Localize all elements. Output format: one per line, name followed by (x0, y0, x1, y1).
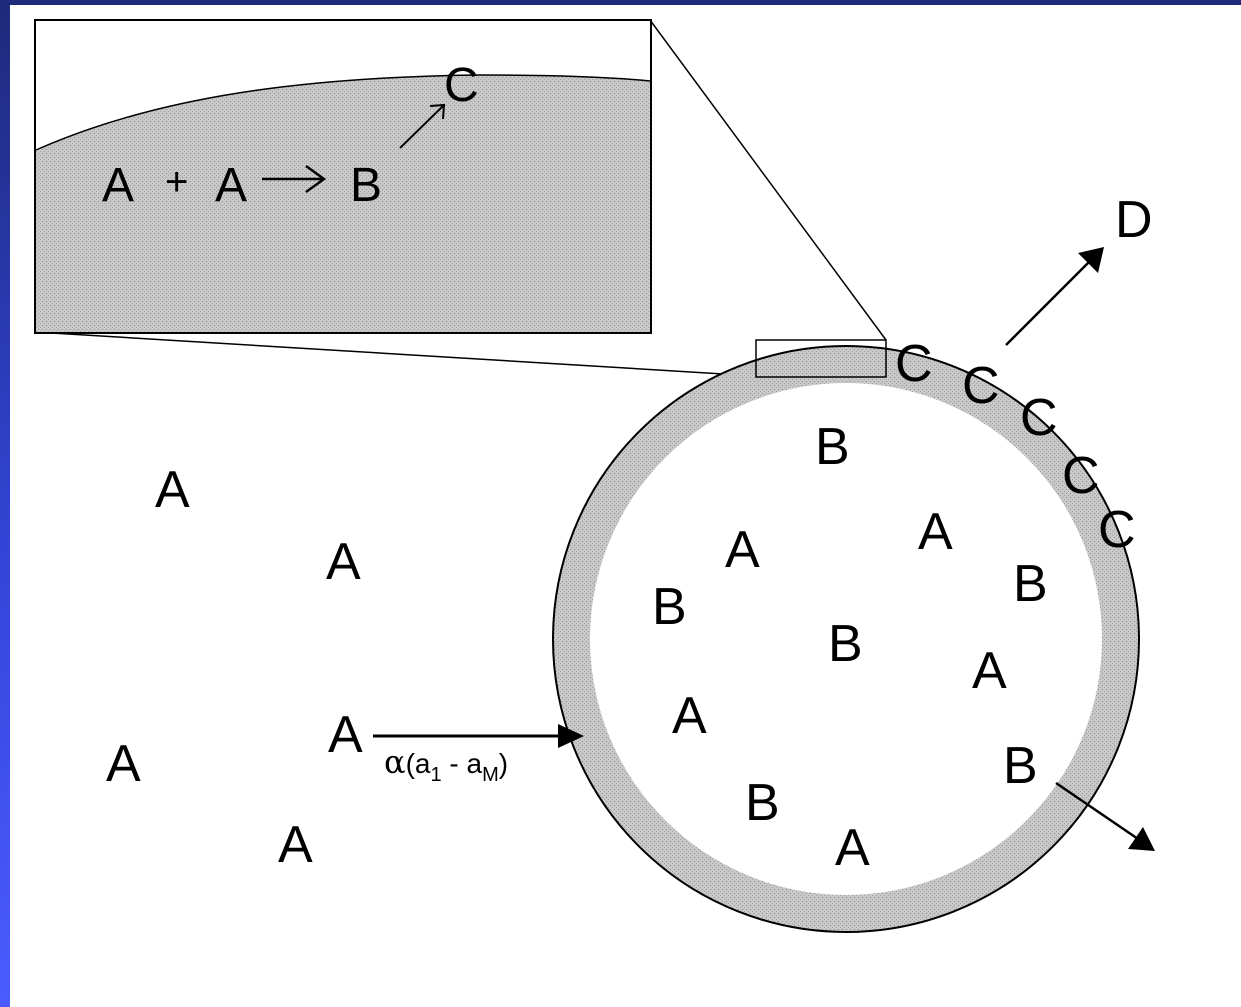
inside-molecule-a: A (918, 503, 953, 561)
flux-molecule-a: A (328, 706, 363, 764)
flux-expr-open: (a (406, 748, 431, 779)
desorption-arrow-icon (1005, 258, 1093, 346)
desorption-arrow-head-icon (1078, 247, 1104, 273)
flux-sub-1: 1 (431, 764, 442, 786)
inside-molecule-a: A (672, 687, 707, 745)
inside-molecule-a: A (725, 521, 760, 579)
cell-interior (590, 383, 1102, 895)
inside-molecule-b: B (815, 418, 850, 476)
inset-reaction-arrow-icon (262, 164, 327, 194)
inside-molecule-a: A (972, 642, 1007, 700)
inside-molecule-a: A (835, 819, 870, 877)
outside-molecule-a: A (326, 533, 361, 591)
desorption-product-d: D (1115, 191, 1153, 249)
inside-molecule-b: B (828, 615, 863, 673)
exit-arrow-icon (1055, 781, 1142, 843)
inset-membrane-edge (35, 74, 651, 151)
exiting-molecule-b: B (1003, 737, 1038, 795)
surface-product-c: C (895, 335, 933, 393)
inset-panel: A + A B C (34, 19, 652, 334)
outside-molecule-a: A (106, 735, 141, 793)
surface-product-c: C (1098, 501, 1136, 559)
inset-reactant-a2: A (215, 159, 247, 212)
outside-molecule-a: A (278, 816, 313, 874)
inside-molecule-b: B (652, 578, 687, 636)
flux-expr-close: ) (499, 748, 508, 779)
flux-expr-mid: - a (442, 748, 483, 779)
flux-rate-label: α(a1 - aM) (384, 743, 508, 786)
slide-canvas: A + A B C A A A A A α(a1 - aM) B A A B B… (10, 5, 1241, 1007)
inset-membrane-section (36, 75, 650, 332)
flux-alpha: α (384, 743, 406, 781)
inset-product-c: C (444, 59, 479, 112)
diagram: A + A B C A A A A A α(a1 - aM) B A A B B… (34, 19, 1155, 933)
inset-plus-sign: + (165, 160, 188, 204)
flux-sub-m: M (482, 764, 499, 786)
inset-diagonal-arrow-icon (399, 103, 446, 149)
outside-molecule-a: A (155, 461, 190, 519)
exit-arrow-head-icon (1128, 827, 1155, 851)
surface-product-c: C (1062, 447, 1100, 505)
surface-product-c: C (962, 357, 1000, 415)
inset-product-b: B (350, 159, 382, 212)
inset-reactant-a1: A (102, 159, 134, 212)
inside-molecule-b: B (745, 774, 780, 832)
zoom-line-bottom (34, 331, 757, 377)
flux-arrow-head-icon (558, 724, 584, 748)
surface-product-c: C (1020, 389, 1058, 447)
zoom-line-top (649, 19, 887, 341)
inside-molecule-b: B (1013, 555, 1048, 613)
cell (552, 345, 1140, 933)
zoom-region-box (755, 339, 887, 378)
